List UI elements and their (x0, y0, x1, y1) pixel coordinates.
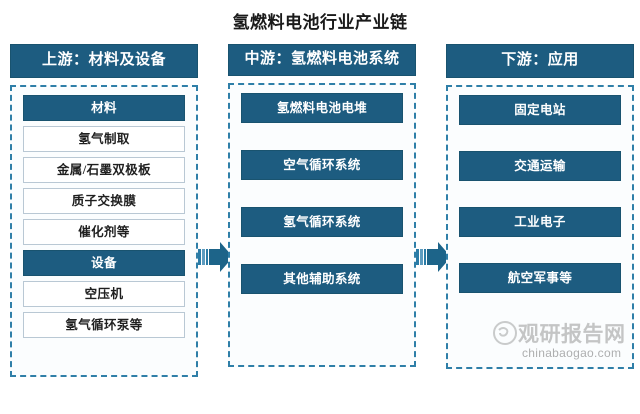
arrow-right-icon (198, 240, 234, 274)
list-item[interactable]: 催化剂等 (23, 218, 185, 245)
column-body-upstream: 材料 氢气制取 金属/石墨双极板 质子交换膜 催化剂等 设备 空压机 氢气循环泵… (10, 84, 198, 377)
list-item[interactable]: 设备 (23, 249, 185, 276)
list-item[interactable]: 工业电子 (459, 206, 621, 237)
page-title: 氢燃料电池行业产业链 (232, 13, 408, 32)
list-item[interactable]: 氢气循环泵等 (23, 311, 185, 338)
list-item[interactable]: 质子交换膜 (23, 187, 185, 214)
chain-column-upstream: 上游：材料及设备 材料 氢气制取 金属/石墨双极板 质子交换膜 催化剂等 设备 … (10, 44, 198, 406)
list-item[interactable]: 航空军事等 (459, 262, 621, 293)
list-item[interactable]: 固定电站 (459, 94, 621, 125)
list-item[interactable]: 氢气制取 (23, 125, 185, 152)
list-item[interactable]: 金属/石墨双极板 (23, 156, 185, 183)
list-item[interactable]: 氢燃料电池电堆 (241, 92, 403, 123)
list-item[interactable]: 氢气循环系统 (241, 206, 403, 237)
column-header-downstream: 下游：应用 (446, 44, 634, 78)
column-body-midstream: 氢燃料电池电堆 空气循环系统 氢气循环系统 其他辅助系统 (228, 82, 416, 367)
chain-column-midstream: 中游：氢燃料电池系统 氢燃料电池电堆 空气循环系统 氢气循环系统 其他辅助系统 (228, 44, 416, 406)
industry-chain-diagram: 上游：材料及设备 材料 氢气制取 金属/石墨双极板 质子交换膜 催化剂等 设备 … (0, 44, 640, 409)
arrow-right-icon (416, 240, 452, 274)
column-header-upstream: 上游：材料及设备 (10, 44, 198, 78)
list-item[interactable]: 空气循环系统 (241, 149, 403, 180)
list-item[interactable]: 其他辅助系统 (241, 263, 403, 294)
list-item[interactable]: 交通运输 (459, 150, 621, 181)
list-item[interactable]: 材料 (23, 94, 185, 121)
column-body-downstream: 固定电站 交通运输 工业电子 航空军事等 (446, 84, 634, 369)
chain-column-downstream: 下游：应用 固定电站 交通运输 工业电子 航空军事等 (446, 44, 634, 406)
column-header-midstream: 中游：氢燃料电池系统 (228, 44, 416, 76)
list-item[interactable]: 空压机 (23, 280, 185, 307)
